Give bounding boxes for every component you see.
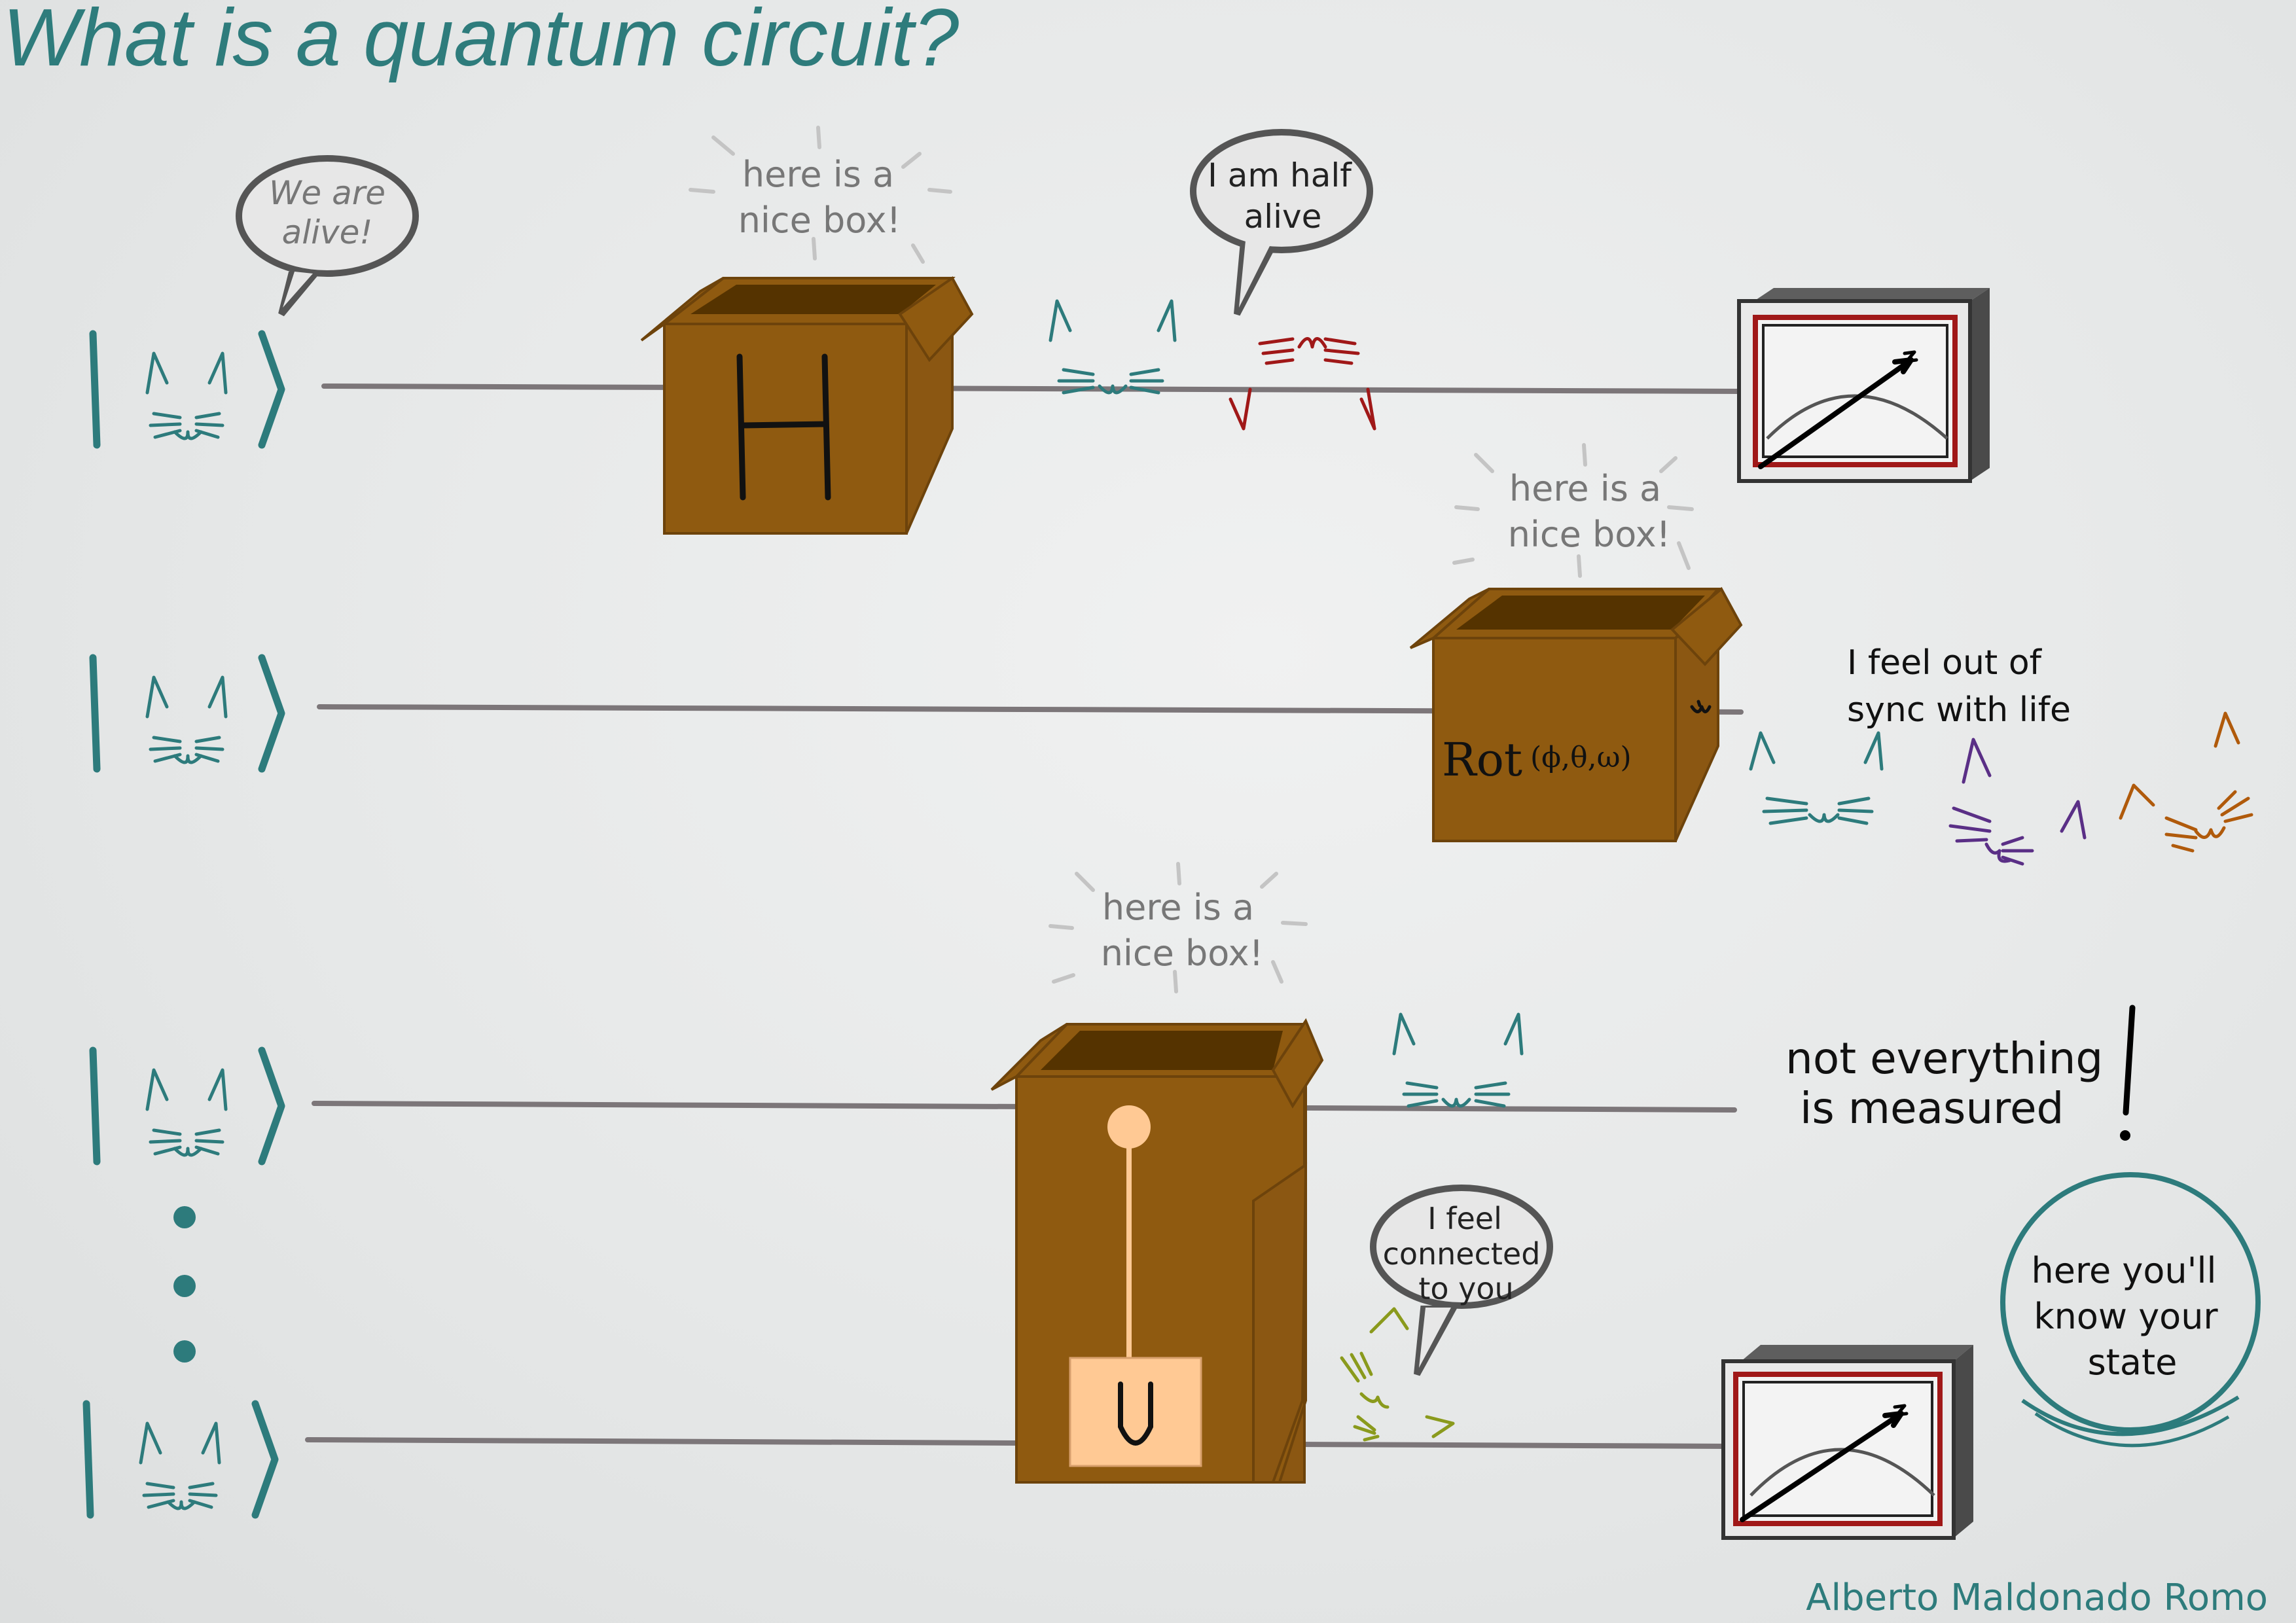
svg-text:nice box!: nice box! (1508, 514, 1671, 555)
caption-out-of-sync-2: sync with life (1847, 690, 2071, 730)
page-title: What is a quantum circuit? (3, 0, 959, 83)
exclamation-mark (2123, 1005, 2136, 1116)
speech-bubble-alive: We are alive! (236, 155, 419, 317)
cat-ket-icon (86, 1404, 275, 1515)
cat-out-of-sync-icon (1749, 711, 2253, 866)
u-gate-glyph (1118, 1382, 1153, 1446)
svg-text:to you: to you (1418, 1271, 1513, 1306)
state-callout-circle: here you'll know your state (2000, 1172, 2261, 1448)
svg-text:alive: alive (1244, 198, 1322, 236)
caption-out-of-sync-1: I feel out of (1847, 643, 2043, 683)
box-rays (1452, 443, 1694, 578)
svg-text:nice box!: nice box! (738, 200, 901, 241)
exclamation-dot (2120, 1130, 2130, 1141)
h-gate-glyph (736, 353, 831, 501)
qubit-wire-1 (321, 383, 1744, 394)
speech-bubble-connected: I feel connected to you (1370, 1185, 1553, 1376)
box-rays (689, 126, 952, 264)
svg-text:I am half: I am half (1208, 156, 1352, 194)
caption-not-measured-2: is measured (1800, 1083, 2064, 1133)
author-credit: Alberto Maldonado Romo (1806, 1577, 2268, 1619)
svg-text:state: state (2088, 1342, 2178, 1383)
svg-text:here is a: here is a (742, 154, 894, 195)
svg-text:here is a: here is a (1102, 887, 1254, 928)
svg-text:here is a: here is a (1509, 468, 1661, 509)
cat-ket-icon (93, 334, 281, 445)
cat-superposition-icon (1049, 299, 1376, 431)
svg-text:connected: connected (1383, 1236, 1541, 1272)
cat-ket-icon (93, 1050, 281, 1162)
rot-gate-params: (ϕ,θ,ω) (1530, 741, 1632, 774)
caption-not-measured-1: not everything (1785, 1033, 2103, 1084)
svg-text:I feel: I feel (1427, 1201, 1502, 1236)
meter-icon (1721, 1345, 1973, 1540)
cat-ket-icon (93, 658, 281, 769)
vertical-ellipsis-icon (173, 1206, 196, 1363)
cardboard-box-icon: here is a nice box! U (990, 862, 1324, 1484)
cardboard-box-icon: here is a nice box! Rot (ϕ,θ,ω) (1409, 443, 1743, 842)
svg-text:nice box!: nice box! (1101, 933, 1264, 974)
rot-gate-label: Rot (1442, 733, 1522, 787)
svg-text:here you'll: here you'll (2032, 1250, 2217, 1291)
svg-text:know your: know your (2034, 1296, 2218, 1337)
box-rays (1049, 862, 1308, 993)
cat-icon (1392, 1012, 1524, 1108)
meter-icon (1737, 288, 1990, 483)
cat-entangled-icon (1340, 1307, 1455, 1442)
speech-bubble-half-alive: I am half alive (1190, 129, 1373, 316)
svg-text:We are: We are (269, 174, 386, 212)
svg-text:alive!: alive! (282, 213, 373, 251)
cardboard-box-icon: here is a nice box! H (640, 126, 974, 535)
